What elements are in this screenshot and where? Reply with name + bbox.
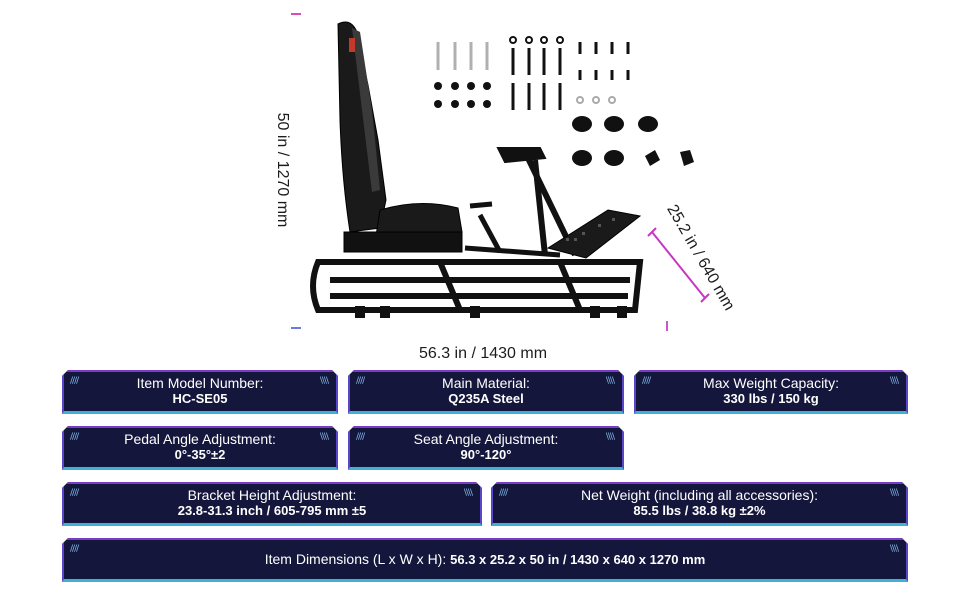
hatch-decor-icon: \\\\ <box>319 376 328 386</box>
racing-seat <box>337 21 463 253</box>
hatch-decor-icon: //// <box>356 376 365 386</box>
spec-card-net-weight: //// \\\\ Net Weight (including all acce… <box>491 482 908 526</box>
spec-value: 85.5 lbs / 38.8 kg ±2% <box>633 503 766 518</box>
length-dimension-line <box>296 321 668 331</box>
hardware-bolts <box>434 36 630 110</box>
spec-label: Pedal Angle Adjustment: <box>124 431 276 447</box>
hatch-decor-icon: //// <box>70 544 79 554</box>
wheel-stand <box>496 147 578 257</box>
spec-value: 0°-35°±2 <box>174 447 226 462</box>
hatch-decor-icon: \\\\ <box>889 376 898 386</box>
hatch-decor-icon: //// <box>499 488 508 498</box>
spec-value: Q235A Steel <box>448 391 524 406</box>
spec-label: Net Weight (including all accessories): <box>580 487 819 503</box>
width-dimension-line <box>647 227 710 303</box>
spec-card-item-dimensions: //// \\\\ Item Dimensions (L x W x H): 5… <box>62 538 908 582</box>
height-dimension-label: 50 in / 1270 mm <box>274 112 291 228</box>
spec-card-max-weight: //// \\\\ Max Weight Capacity: 330 lbs /… <box>634 370 908 414</box>
hatch-decor-icon: //// <box>642 376 651 386</box>
hatch-decor-icon: //// <box>70 432 79 442</box>
spec-card-bracket-height: //// \\\\ Bracket Height Adjustment: 23.… <box>62 482 482 526</box>
frame-feet <box>355 306 627 318</box>
spec-value: 56.3 x 25.2 x 50 in / 1430 x 640 x 1270 … <box>450 552 706 567</box>
length-dimension-label: 56.3 in / 1430 mm <box>418 345 548 362</box>
spec-label: Max Weight Capacity: <box>703 375 839 391</box>
spec-card-model-number: //// \\\\ Item Model Number: HC-SE05 <box>62 370 338 414</box>
hatch-decor-icon: \\\\ <box>319 432 328 442</box>
hatch-decor-icon: \\\\ <box>889 488 898 498</box>
hatch-decor-icon: \\\\ <box>889 544 898 554</box>
spec-label: Bracket Height Adjustment: <box>187 487 357 503</box>
hatch-decor-icon: \\\\ <box>605 376 614 386</box>
spec-label: Item Model Number: <box>136 375 264 391</box>
spec-label: Main Material: <box>442 375 530 391</box>
spec-value: HC-SE05 <box>172 391 228 406</box>
spec-label: Seat Angle Adjustment: <box>413 431 559 447</box>
hatch-decor-icon: \\\\ <box>463 488 472 498</box>
spec-card-main-material: //// \\\\ Main Material: Q235A Steel <box>348 370 624 414</box>
spec-value: 330 lbs / 150 kg <box>723 391 819 406</box>
hatch-decor-icon: //// <box>356 432 365 442</box>
spec-row: Item Dimensions (L x W x H): 56.3 x 25.2… <box>64 552 906 567</box>
spec-label: Item Dimensions (L x W x H): <box>264 551 451 567</box>
pedal-plate <box>546 209 642 259</box>
rubber-feet <box>572 116 694 166</box>
hatch-decor-icon: //// <box>70 488 79 498</box>
hatch-decor-icon: //// <box>70 376 79 386</box>
spec-value: 90°-120° <box>460 447 512 462</box>
spec-card-seat-angle: //// \\\\ Seat Angle Adjustment: 90°-120… <box>348 426 624 470</box>
height-dimension-line <box>291 13 301 329</box>
spec-card-pedal-angle: //// \\\\ Pedal Angle Adjustment: 0°-35°… <box>62 426 338 470</box>
hatch-decor-icon: \\\\ <box>605 432 614 442</box>
spec-value: 23.8-31.3 inch / 605-795 mm ±5 <box>177 503 367 518</box>
